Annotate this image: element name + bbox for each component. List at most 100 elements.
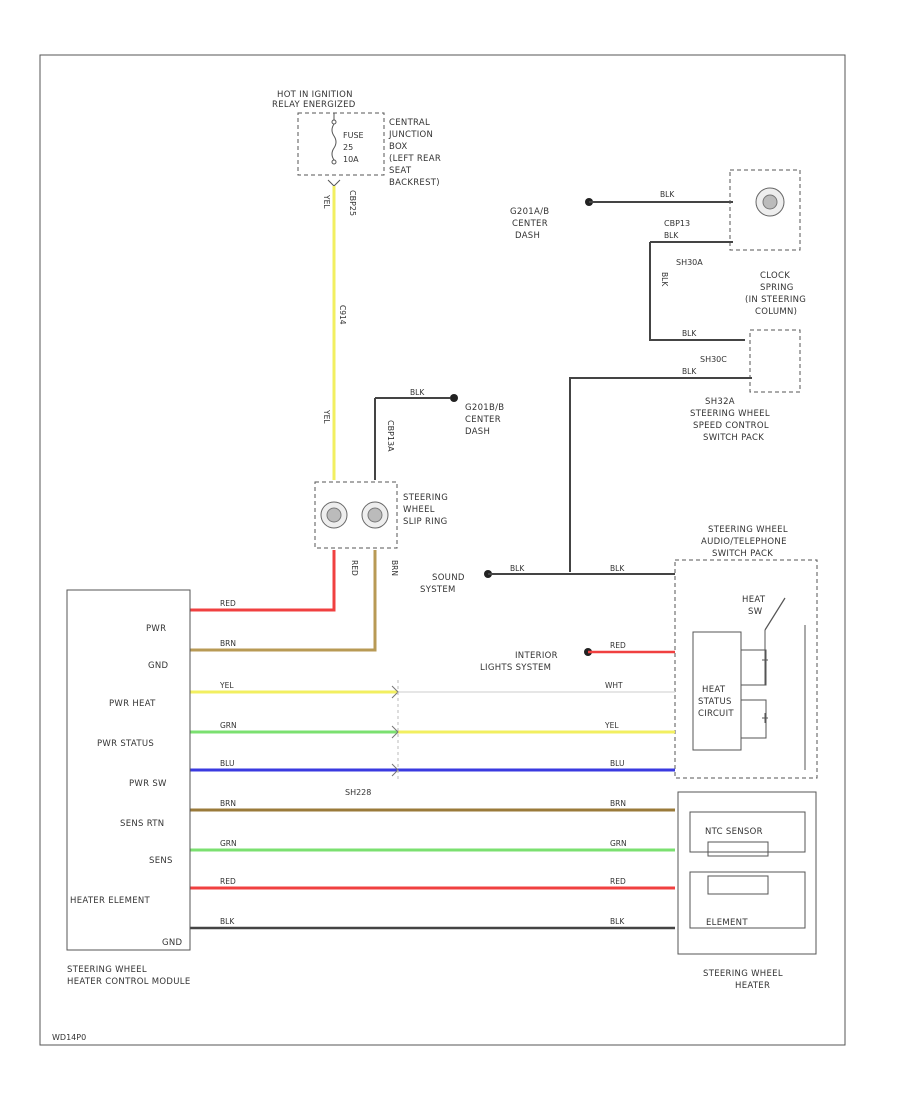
connector-cbp25: CBP25 xyxy=(348,190,357,216)
connector-sh30c: SH30C xyxy=(700,355,727,364)
heat-switch xyxy=(764,597,786,631)
svg-text:COLUMN): COLUMN) xyxy=(755,307,797,317)
svg-text:SWITCH PACK: SWITCH PACK xyxy=(703,433,764,443)
clock-spring-label: CLOCK SPRING (IN STEERING COLUMN) xyxy=(745,271,806,317)
svg-text:SEAT: SEAT xyxy=(389,166,412,176)
wire-red-pwr xyxy=(190,550,336,612)
hot-in-ignition-label: HOT IN IGNITION xyxy=(277,90,353,100)
wire-blk-label-left: BLK xyxy=(220,917,235,926)
svg-text:SLIP RING: SLIP RING xyxy=(403,517,448,527)
wire-blk-label-ground: BLK xyxy=(410,388,425,397)
ground-g201b-label: G201B/B CENTER DASH xyxy=(465,403,504,437)
svg-text:PWR: PWR xyxy=(146,624,166,634)
central-junction-box-label: CENTRAL JUNCTION BOX (LEFT REAR SEAT BAC… xyxy=(388,118,441,188)
wire-blk-label-g201a: BLK xyxy=(660,190,675,199)
speed-switch-box xyxy=(749,329,801,393)
svg-text:SPRING: SPRING xyxy=(760,283,794,293)
wire-yel-label-heat: YEL xyxy=(219,681,234,690)
wire-blk-label-speed: BLK xyxy=(682,367,697,376)
svg-text:DASH: DASH xyxy=(515,231,540,241)
wire-black-speed-switch xyxy=(569,377,752,572)
svg-text:SYSTEM: SYSTEM xyxy=(420,585,456,595)
ntc-sensor-box xyxy=(689,811,806,853)
wire-red-label-right: RED xyxy=(610,877,626,886)
svg-text:WHEEL: WHEEL xyxy=(403,505,435,515)
svg-text:CENTER: CENTER xyxy=(512,219,548,229)
svg-text:BOX: BOX xyxy=(389,142,408,152)
wire-yel-label-status: YEL xyxy=(604,721,619,730)
fuse-amp: 10A xyxy=(343,155,359,164)
svg-text:STEERING WHEEL: STEERING WHEEL xyxy=(703,969,783,979)
svg-text:SH32A: SH32A xyxy=(705,397,735,407)
svg-text:GND: GND xyxy=(162,938,183,948)
fuse-label: FUSE xyxy=(343,131,364,140)
element-label: ELEMENT xyxy=(706,918,748,928)
footer-id: WD14P0 xyxy=(52,1033,86,1042)
svg-text:CIRCUIT: CIRCUIT xyxy=(698,709,734,719)
svg-text:GND: GND xyxy=(148,661,169,671)
wire-grn-label-left: GRN xyxy=(220,839,237,848)
svg-text:SPEED CONTROL: SPEED CONTROL xyxy=(693,421,769,431)
svg-text:JUNCTION: JUNCTION xyxy=(388,130,433,140)
svg-text:DASH: DASH xyxy=(465,427,490,437)
ground-g201a-label: G201A/B CENTER DASH xyxy=(510,207,549,241)
svg-text:STEERING WHEEL: STEERING WHEEL xyxy=(708,525,788,535)
svg-text:PWR STATUS: PWR STATUS xyxy=(97,739,154,749)
connector-cbp13a: CBP13A xyxy=(386,420,395,452)
wire-blk-label-sh30c: BLK xyxy=(682,329,697,338)
svg-text:SOUND: SOUND xyxy=(432,573,465,583)
wire-blk-label-loop: BLK xyxy=(660,272,669,287)
wire-yel-label-mid: YEL xyxy=(322,409,331,424)
ground-g201b-dot xyxy=(450,394,458,402)
wheel-heater-box xyxy=(677,791,817,955)
svg-text:BACKREST): BACKREST) xyxy=(389,178,440,188)
svg-text:PWR SW: PWR SW xyxy=(129,779,167,789)
svg-text:SENS RTN: SENS RTN xyxy=(120,819,164,829)
svg-text:STATUS: STATUS xyxy=(698,697,732,707)
wire-brn-label-left: BRN xyxy=(220,799,236,808)
svg-text:(IN STEERING: (IN STEERING xyxy=(745,295,806,305)
wire-red-label-left: RED xyxy=(220,877,236,886)
ntc-sensor-label: NTC SENSOR xyxy=(705,827,763,837)
svg-text:CENTRAL: CENTRAL xyxy=(389,118,430,128)
svg-text:STEERING: STEERING xyxy=(403,493,448,503)
svg-text:HEAT: HEAT xyxy=(702,685,726,695)
wire-blu-label-left: BLU xyxy=(220,759,234,768)
svg-text:(LEFT REAR: (LEFT REAR xyxy=(389,154,441,164)
relay-energized-label: RELAY ENERGIZED xyxy=(272,100,356,110)
audio-pack-box xyxy=(674,559,818,779)
heat-status-circuit xyxy=(692,631,742,751)
wire-wht-label-heat: WHT xyxy=(605,681,623,690)
svg-text:PWR HEAT: PWR HEAT xyxy=(109,699,156,709)
heater-control-module xyxy=(66,589,191,951)
wire-brn-label-gnd: BRN xyxy=(220,639,236,648)
svg-text:STEERING WHEEL: STEERING WHEEL xyxy=(67,965,147,975)
wire-yel-label-upper: YEL xyxy=(322,194,331,209)
wire-blu-label-right: BLU xyxy=(610,759,624,768)
wire-red-label-vert: RED xyxy=(350,560,359,576)
audio-pack-label: STEERING WHEEL AUDIO/TELEPHONE SWITCH PA… xyxy=(701,525,788,559)
sound-system-label: SOUND SYSTEM xyxy=(420,573,465,595)
fuse-number: 25 xyxy=(343,143,353,152)
diagram-frame xyxy=(39,54,846,1046)
wire-black-clock-loop xyxy=(649,242,745,341)
svg-text:STEERING WHEEL: STEERING WHEEL xyxy=(690,409,770,419)
wire-blk-label-sound: BLK xyxy=(510,564,525,573)
interior-lights-label: INTERIOR LIGHTS SYSTEM xyxy=(480,651,558,673)
wire-c914-label: C914 xyxy=(338,305,347,325)
central-junction-box xyxy=(297,112,385,176)
junction-sh228: SH228 xyxy=(345,788,371,797)
connector-sh30a: SH30A xyxy=(676,258,703,267)
svg-text:HEATER: HEATER xyxy=(735,981,770,991)
heat-status-label: HEAT STATUS CIRCUIT xyxy=(698,685,734,719)
wire-blk-label-sound2: BLK xyxy=(610,564,625,573)
svg-text:CENTER: CENTER xyxy=(465,415,501,425)
module-pin-labels: PWR GND PWR HEAT PWR STATUS PWR SW SENS … xyxy=(70,624,183,948)
svg-text:INTERIOR: INTERIOR xyxy=(515,651,558,661)
wire-blk-label-right: BLK xyxy=(610,917,625,926)
wire-grn-label-right: GRN xyxy=(610,839,627,848)
slip-ring-label: STEERING WHEEL SLIP RING xyxy=(403,493,448,527)
svg-text:G201B/B: G201B/B xyxy=(465,403,504,413)
speed-switch-label: SH32A STEERING WHEEL SPEED CONTROL SWITC… xyxy=(690,397,770,443)
